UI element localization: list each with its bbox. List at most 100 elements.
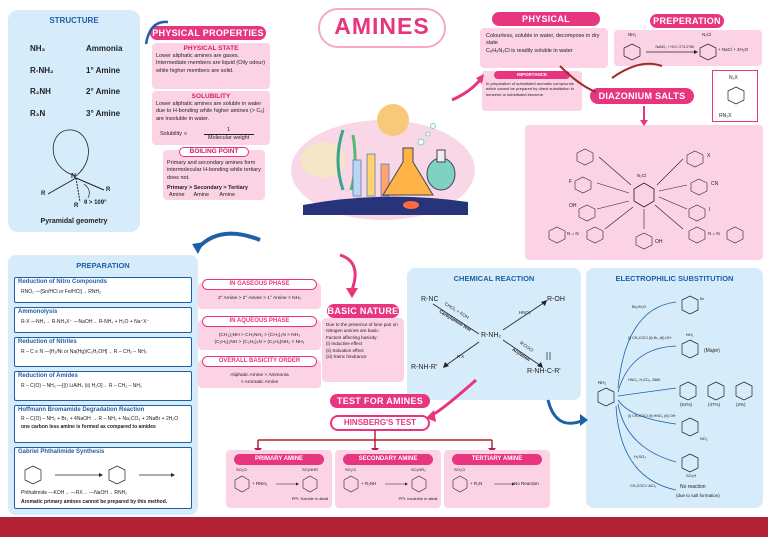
secondary-result: PPt. insoluble in alkali bbox=[398, 496, 438, 501]
basic-nature-card: Due to the presence of lone pair on nitr… bbox=[322, 318, 404, 382]
physical-properties-pill: PHYSICAL PROPERTIES bbox=[150, 26, 266, 40]
prep-note: one carbon less amine is formed as compa… bbox=[21, 424, 156, 430]
solubility-card: SOLUBILITY Lower aliphatic amines are so… bbox=[152, 91, 270, 145]
prep-head: Hoffmann Bromamide Degradation Reaction bbox=[18, 407, 145, 413]
n2x-label: N₂X bbox=[729, 75, 738, 81]
prep-head: Ammonolysis bbox=[18, 309, 58, 315]
major-label: (Major) bbox=[704, 348, 720, 354]
secondary-amine-head: SECONDARY AMINE bbox=[343, 454, 433, 465]
physical-properties-right-pill: PHYSICAL PROPERTIES bbox=[492, 12, 600, 38]
preperation-pill: PREPERATION bbox=[650, 14, 724, 28]
diazonium-salts-pill: DIAZONIUM SALTS bbox=[590, 88, 694, 104]
secondary-amine-card: SECONDARY AMINE SO₂Cl SO₂NR₂ + R₂NH PPt.… bbox=[335, 450, 441, 508]
bp-order-sub: Amine Amine Amine bbox=[169, 192, 236, 198]
formula: R-NH₂ bbox=[30, 66, 54, 75]
product-cn: CN bbox=[711, 181, 719, 187]
importance-head-box bbox=[494, 71, 570, 79]
prep-head: Reduction of Amides bbox=[18, 373, 78, 379]
atom-r-left: R bbox=[41, 191, 46, 197]
diazonium-side-box: N₂X RN₂X bbox=[712, 70, 758, 122]
importance-text: In preparation of substituted aromatic c… bbox=[486, 81, 574, 97]
prep-eq: R-X —NH₃→ R-NH₃X⁻ —NaOH→ R-NH₂ + H₂O + N… bbox=[21, 319, 150, 325]
azo-right: N = N bbox=[708, 231, 720, 236]
physical-state-head: PHYSICAL STATE bbox=[183, 45, 239, 52]
secondary-scheme bbox=[343, 475, 427, 493]
formula: R₃N bbox=[30, 109, 46, 118]
ortho-percent: (51%) bbox=[680, 402, 693, 407]
physical-right-text2: C₆H₅N₂Cl is readily soluble in water bbox=[486, 47, 573, 54]
prep-item: Ammonolysis R-X —NH₃→ R-NH₃X⁻ —NaOH→ R-N… bbox=[14, 307, 192, 333]
formula: R₂NH bbox=[30, 87, 51, 96]
diazotization-reagent: NaNO₂ + HCl / 273-278K bbox=[655, 45, 695, 49]
diazotization-tail: + NaCl + 2H₂O bbox=[718, 47, 749, 52]
electrophilic-substitution-panel: ELECTROPHILIC SUBSTITUTION NH₂ Br₂/H₂O (… bbox=[586, 268, 763, 508]
para-percent: (2%) bbox=[736, 402, 746, 407]
tertiary-amine-head: TERTIARY AMINE bbox=[452, 454, 542, 465]
reagent-rx: R'X bbox=[457, 354, 465, 359]
lab-flasks-illustration bbox=[291, 104, 475, 220]
product-i: I bbox=[709, 207, 711, 213]
atom-r-right: R bbox=[106, 187, 111, 193]
primary-result: PPt. Soluble in alkali bbox=[291, 496, 329, 501]
physical-properties-right-card: Colourless, soluble in water, decompose … bbox=[480, 28, 608, 68]
solubility-head: SOLUBILITY bbox=[191, 93, 231, 100]
diazonium-reactions-diagram bbox=[548, 148, 744, 250]
preparation-title: PREPARATION bbox=[76, 261, 130, 270]
overall-basicity-body: Aliphatic Amine > Ammonia > Aromatic Ami… bbox=[230, 373, 289, 386]
prep-eq: R – C ≡ N —[H₂/Ni or Na(Hg)/C₂H₅OH]→ R –… bbox=[21, 349, 147, 355]
prep-head: Reduction of Nitro Compounds bbox=[18, 279, 107, 285]
primary-reactant: + RNH₂ bbox=[252, 481, 268, 486]
salt-formation-label: (due to salt formation) bbox=[676, 493, 720, 498]
hinsberg-pill-box bbox=[330, 415, 430, 431]
label-nh2: NH₂ bbox=[686, 332, 694, 337]
preperation-right-card: NH₂ N₂Cl NaNO₂ + HCl / 273-278K + NaCl +… bbox=[614, 30, 762, 66]
rnh2-label: R-NH₂ bbox=[481, 332, 502, 339]
primary-scheme bbox=[234, 475, 318, 493]
gaseous-phase-head: IN GASEOUS PHASE bbox=[202, 279, 317, 290]
solubility-formula-den: Molecular weight bbox=[208, 135, 250, 141]
tertiary-amine-card: TERTIARY AMINE SO₂Cl + R₃N No Reaction bbox=[444, 450, 550, 508]
label-so3h: SO₃H bbox=[686, 473, 697, 478]
chemical-reaction-diagram bbox=[432, 300, 551, 368]
n2cl-label: N₂Cl bbox=[702, 32, 712, 37]
reagent-friedel: CH₃COCl / AlCl₃ bbox=[630, 484, 657, 488]
tertiary-reactant: + R₃N bbox=[470, 481, 483, 486]
secondary-reactant: + R₂NH bbox=[361, 481, 377, 486]
primary-amine-card: PRIMARY AMINE SO₂Cl SO₂NHR + RNH₂ PPt. S… bbox=[226, 450, 332, 508]
hinsberg-branch-lines bbox=[254, 430, 496, 453]
structure-title: STRUCTURE bbox=[49, 16, 99, 25]
prep-eq: Phthalimide —KOH→ —RX→ —NaOH→ RNH₂ bbox=[21, 490, 128, 496]
benzene-ring-icon bbox=[727, 86, 745, 105]
diazonium-reaction-card: N₂Cl X CN I F OH N = N N = N OH bbox=[525, 125, 763, 260]
start-nh2: NH₂ bbox=[598, 380, 607, 385]
chemical-reaction-title: CHEMICAL REACTION bbox=[453, 274, 535, 283]
prep-head: Reduction of Nitriles bbox=[18, 339, 77, 345]
prep-eq: R – C(O) – NH₂ —[(i) LiAlH₄ (ii) H₂O]→ R… bbox=[21, 383, 142, 389]
basic-nature-text: Due to the presence of lone pair on nitr… bbox=[326, 322, 398, 360]
prep-eq: RNO₂ —[Sn/HCl or Fe/HCl]→ RNH₂ bbox=[21, 289, 101, 295]
boiling-point-head-box bbox=[179, 147, 249, 157]
bond-angle: θ > 109° bbox=[84, 200, 107, 206]
atom-r-bottom: R bbox=[74, 203, 79, 209]
secondary-so2nr2: SO₂NR₂ bbox=[411, 467, 426, 472]
page-title: AMINES bbox=[334, 13, 430, 39]
preparation-panel: PREPARATION Reduction of Nitro Compounds… bbox=[8, 255, 198, 515]
boiling-point-card: BOILING POINT Primary and secondary amin… bbox=[163, 147, 265, 200]
overall-basicity-head: OVERALL BASICITY ORDER bbox=[202, 356, 317, 367]
primary-so2nhr: SO₂NHR bbox=[302, 467, 318, 472]
label-br: Br bbox=[700, 296, 704, 301]
amine-name: Ammonia bbox=[86, 44, 123, 53]
prep-item: Reduction of Nitro Compounds RNO₂ —[Sn/H… bbox=[14, 277, 192, 303]
primary-amine-head: PRIMARY AMINE bbox=[234, 454, 324, 465]
tertiary-scheme bbox=[452, 475, 515, 493]
boiling-point-text: Primary and secondary amines form interm… bbox=[167, 160, 261, 181]
test-for-amines-pill: TEST FOR AMINES bbox=[330, 394, 430, 408]
aqueous-phase-head: IN AQUEOUS PHASE bbox=[202, 316, 317, 327]
product-f: F bbox=[569, 179, 573, 185]
hinsberg-title: HINSBERG'S TEST bbox=[343, 418, 417, 427]
fraction-line bbox=[204, 134, 254, 135]
structure-panel: STRUCTURE NH₃ Ammonia R-NH₂ 1° Amine R₂N… bbox=[8, 10, 140, 232]
aqueous-phase-body: (CH₃)₂NH > CH₃NH₂ > (CH₃)₃N > NH₃ (C₂H₅)… bbox=[214, 333, 305, 346]
title-banner bbox=[318, 8, 446, 48]
aqueous-phase-card: IN AQUEOUS PHASE (CH₃)₂NH > CH₃NH₂ > (CH… bbox=[198, 316, 321, 350]
